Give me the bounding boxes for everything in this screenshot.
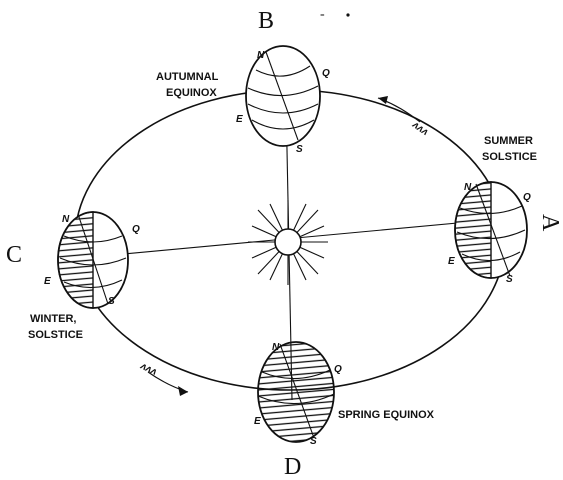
sun-icon (248, 200, 328, 285)
pole-s-b: S (296, 144, 303, 155)
caption-summer-line2: SOLSTICE (482, 151, 537, 163)
svg-text:ʌʌʌ: ʌʌʌ (138, 360, 159, 377)
pole-q-d: Q (334, 364, 342, 375)
pole-s-d: S (310, 436, 317, 447)
pole-e-c: E (44, 276, 51, 287)
earth-summer-solstice (455, 182, 527, 278)
pole-e-d: E (254, 416, 261, 427)
pole-n-c: N (62, 214, 70, 225)
pole-n-a: N (464, 182, 472, 193)
pole-n-b: N (257, 50, 265, 61)
label-a: A (537, 214, 563, 232)
caption-autumnal-line1: AUTUMNAL (156, 71, 219, 83)
earth-winter-solstice (58, 212, 128, 308)
stray-dot (346, 13, 349, 16)
pole-q-a: Q (523, 192, 531, 203)
svg-text:ʌʌʌ: ʌʌʌ (409, 119, 430, 138)
pole-s-c: S (108, 296, 115, 307)
label-b: B (258, 8, 274, 34)
pole-n-d: N (272, 342, 280, 353)
pole-e-b: E (236, 114, 243, 125)
pole-q-c: Q (132, 224, 140, 235)
pole-e-a: E (448, 256, 455, 267)
stray-mark: - (320, 7, 325, 22)
earth-spring-equinox (258, 342, 334, 442)
label-d: D (284, 454, 301, 480)
orbit-arrow-bottom-left: ʌʌʌ (138, 360, 188, 396)
caption-winter-line1: WINTER, (30, 313, 76, 325)
pole-s-a: S (506, 274, 513, 285)
pole-q-b: Q (322, 68, 330, 79)
caption-winter-line2: SOLSTICE (28, 329, 83, 341)
caption-spring: SPRING EQUINOX (338, 409, 435, 421)
orbit-arrow-top-right: ʌʌʌ (378, 96, 430, 138)
caption-summer-line1: SUMMER (484, 135, 533, 147)
earth-autumnal-equinox (246, 46, 320, 146)
label-c: C (6, 242, 22, 268)
caption-autumnal-line2: EQUINOX (166, 87, 217, 99)
